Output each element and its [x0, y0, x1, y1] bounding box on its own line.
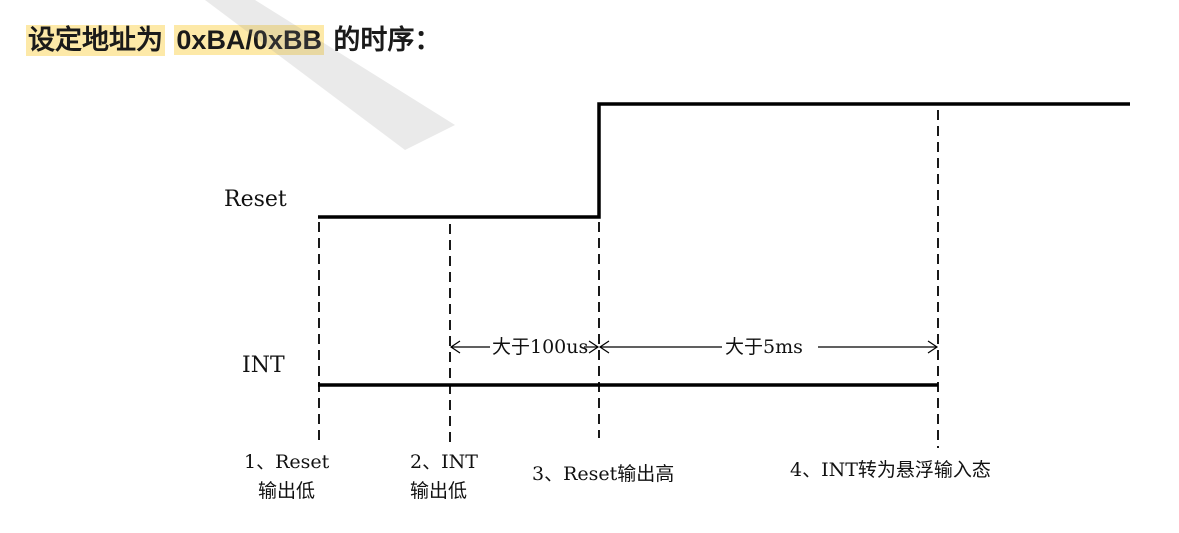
- reset-signal-label: Reset: [224, 187, 287, 212]
- page-title: 设定地址为 0xBA/0xBB 的时序：: [26, 18, 441, 57]
- reset-waveform: [318, 102, 1130, 219]
- interval-1-label: 大于100us: [492, 336, 588, 358]
- interval-2-label: 大于5ms: [725, 336, 803, 358]
- step-1-line-2: 输出低: [258, 480, 315, 502]
- watermark: [205, 0, 455, 150]
- title-suffix: 的时序：: [333, 25, 442, 56]
- int-signal-label: INT: [242, 353, 285, 378]
- title-code: 0xBA/0xBB: [174, 25, 324, 55]
- step-4-label: 4、INT转为悬浮输入态: [790, 459, 991, 481]
- step-1-line-1: 1、Reset: [244, 451, 330, 473]
- step-2-line-1: 2、INT: [410, 451, 478, 473]
- step-3-label: 3、Reset输出高: [532, 463, 674, 485]
- step-2-line-2: 输出低: [410, 480, 467, 502]
- title-prefix: 设定地址为: [26, 25, 165, 56]
